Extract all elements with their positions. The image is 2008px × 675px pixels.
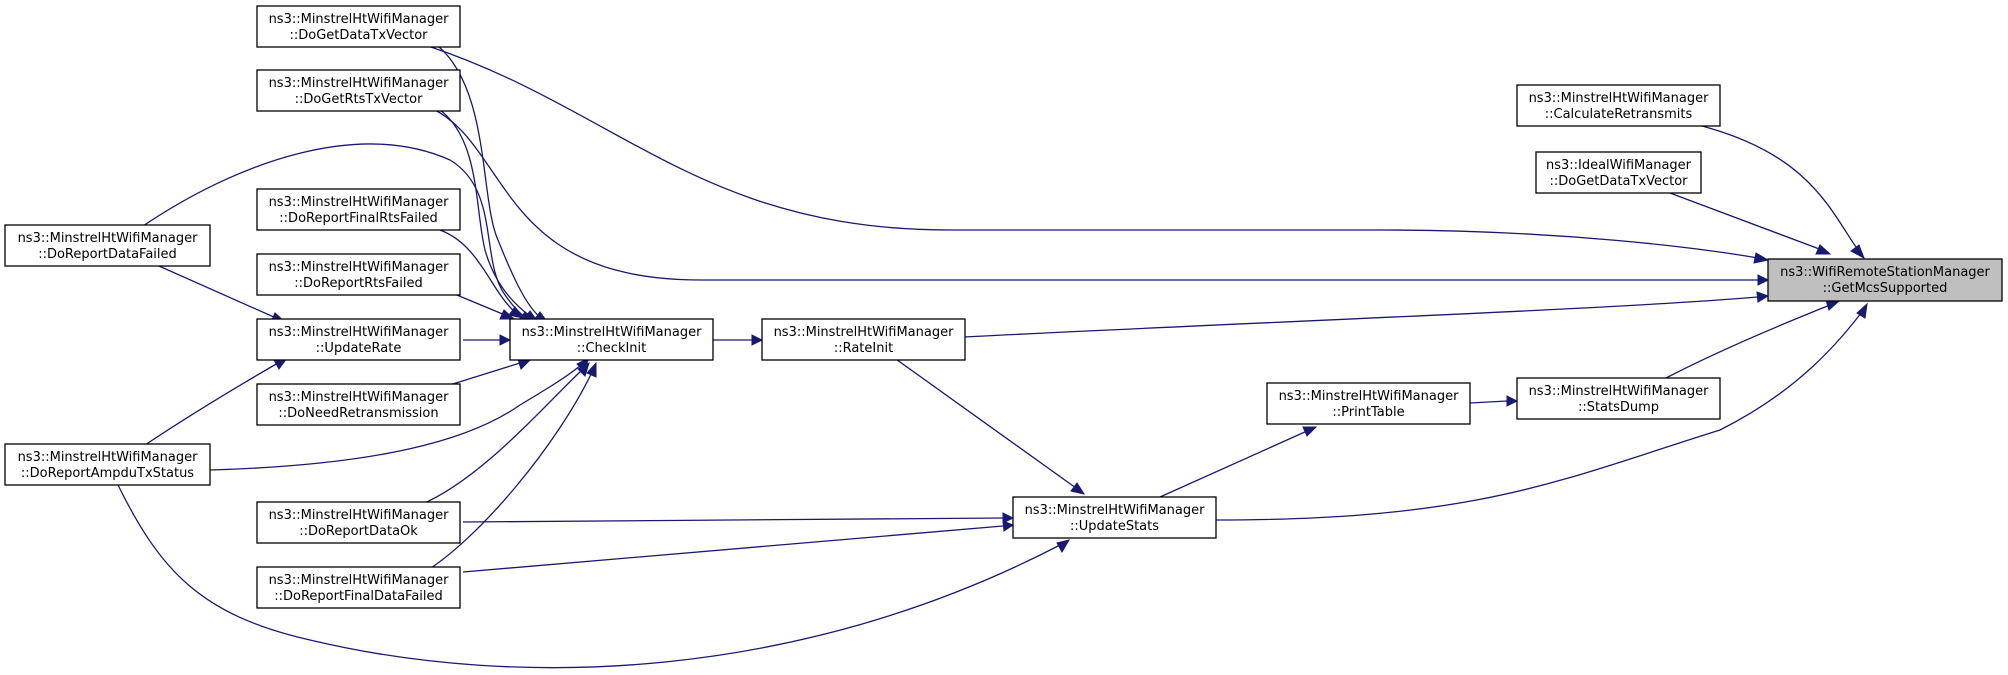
node-box (1516, 84, 1721, 127)
edge-dataok-check (419, 361, 590, 506)
node-upd[interactable]: ns3::MinstrelHtWifiManager::UpdateRate (256, 318, 461, 361)
node-calcret[interactable]: ns3::MinstrelHtWifiManager::CalculateRet… (1516, 84, 1721, 127)
node-rateinit[interactable]: ns3::MinstrelHtWifiManager::RateInit (761, 318, 966, 361)
node-box (256, 383, 461, 426)
node-label-line1: ns3::MinstrelHtWifiManager (269, 12, 450, 27)
node-label-line2: ::RateInit (834, 341, 893, 356)
edge-finaldat-check (419, 361, 597, 576)
node-box (4, 443, 211, 486)
node-label-line1: ns3::WifiRemoteStationManager (1780, 265, 1990, 280)
node-label-line1: ns3::MinstrelHtWifiManager (18, 450, 199, 465)
edge-rtstx-getmcs (434, 109, 1770, 286)
node-label-line2: ::DoGetDataTxVector (290, 28, 429, 43)
node-rtsfail[interactable]: ns3::MinstrelHtWifiManager::DoReportRtsF… (256, 253, 461, 296)
node-box (509, 318, 714, 361)
node-label-line2: ::DoGetDataTxVector (1550, 174, 1689, 189)
edge-ampdu-updstats (117, 484, 1071, 669)
edge-idealtx-getmcs (1669, 192, 1832, 255)
node-label-line2: ::StatsDump (1578, 400, 1659, 415)
node-label-line2: ::DoReportDataOk (299, 524, 418, 539)
node-label-line2: ::PrintTable (1332, 405, 1404, 420)
node-rtstx[interactable]: ns3::MinstrelHtWifiManager::DoGetRtsTxVe… (256, 69, 461, 112)
node-label-line1: ns3::MinstrelHtWifiManager (1529, 384, 1710, 399)
edge-finalrts-check (439, 229, 525, 319)
edge-calcret-getmcs (1701, 125, 1865, 260)
node-box (256, 69, 461, 112)
node-label-line1: ns3::MinstrelHtWifiManager (269, 260, 450, 275)
node-box (256, 188, 461, 231)
edge-stats-getmcs (1665, 299, 1841, 379)
node-datatx[interactable]: ns3::MinstrelHtWifiManager::DoGetDataTxV… (256, 5, 461, 48)
node-label-line2: ::UpdateRate (316, 341, 402, 356)
node-label-line1: ns3::MinstrelHtWifiManager (1529, 91, 1710, 106)
node-box (1266, 382, 1471, 425)
node-box (256, 318, 461, 361)
node-stats[interactable]: ns3::MinstrelHtWifiManager::StatsDump (1516, 377, 1721, 420)
node-label-line2: ::UpdateStats (1070, 519, 1159, 534)
node-box (256, 501, 461, 544)
node-box (761, 318, 966, 361)
edge-updstats-getmcs (1215, 302, 1868, 521)
node-label-line1: ns3::MinstrelHtWifiManager (269, 390, 450, 405)
node-label-line2: ::DoReportFinalDataFailed (274, 589, 443, 604)
node-label-line1: ns3::MinstrelHtWifiManager (522, 325, 703, 340)
edge-rateinit-getmcs (963, 291, 1770, 338)
node-label-line2: ::DoNeedRetransmission (278, 406, 438, 421)
edge-dataok-updstats (462, 512, 1015, 524)
edge-upd-check (463, 334, 512, 346)
node-label-line2: ::GetMcsSupported (1823, 281, 1948, 296)
node-getmcs[interactable]: ns3::WifiRemoteStationManager::GetMcsSup… (1767, 258, 2003, 302)
node-box (1535, 151, 1702, 194)
node-label-line2: ::DoReportDataFailed (38, 247, 177, 262)
node-finalrts[interactable]: ns3::MinstrelHtWifiManager::DoReportFina… (256, 188, 461, 231)
node-print[interactable]: ns3::MinstrelHtWifiManager::PrintTable (1266, 382, 1471, 425)
node-box (256, 5, 461, 48)
node-label-line1: ns3::MinstrelHtWifiManager (774, 325, 955, 340)
node-label-line1: ns3::IdealWifiManager (1546, 158, 1692, 173)
node-needret[interactable]: ns3::MinstrelHtWifiManager::DoNeedRetran… (256, 383, 461, 426)
node-updstats[interactable]: ns3::MinstrelHtWifiManager::UpdateStats (1012, 496, 1217, 539)
node-label-line1: ns3::MinstrelHtWifiManager (269, 195, 450, 210)
edge-rateinit-updstats (892, 356, 1086, 495)
call-edges (117, 45, 1868, 669)
node-label-line1: ns3::MinstrelHtWifiManager (269, 76, 450, 91)
node-box (1516, 377, 1721, 420)
node-box (1012, 496, 1217, 539)
node-label-line2: ::CheckInit (577, 341, 647, 356)
node-label-line2: ::DoGetRtsTxVector (295, 92, 424, 107)
node-label-line1: ns3::MinstrelHtWifiManager (269, 508, 450, 523)
edge-datatx-getmcs (427, 45, 1770, 264)
node-label-line2: ::DoReportAmpduTxStatus (21, 466, 194, 481)
edge-updstats-print (1159, 426, 1318, 498)
node-finaldat[interactable]: ns3::MinstrelHtWifiManager::DoReportFina… (256, 566, 461, 609)
node-dataok[interactable]: ns3::MinstrelHtWifiManager::DoReportData… (256, 501, 461, 544)
node-label-line2: ::DoReportRtsFailed (294, 276, 422, 291)
node-label-line2: ::DoReportFinalRtsFailed (279, 211, 437, 226)
node-label-line1: ns3::MinstrelHtWifiManager (269, 573, 450, 588)
node-box (256, 566, 461, 609)
node-box (1767, 258, 2003, 302)
function-nodes: ns3::WifiRemoteStationManager::GetMcsSup… (4, 5, 2003, 609)
node-label-line1: ns3::MinstrelHtWifiManager (18, 231, 199, 246)
node-box (256, 253, 461, 296)
node-ampdu[interactable]: ns3::MinstrelHtWifiManager::DoReportAmpd… (4, 443, 211, 486)
edge-check-rateinit (713, 334, 764, 346)
node-idealtx[interactable]: ns3::IdealWifiManager::DoGetDataTxVector (1535, 151, 1702, 194)
node-label-line2: ::CalculateRetransmits (1545, 107, 1693, 122)
node-box (4, 224, 211, 267)
edge-finaldat-updstats (462, 520, 1015, 573)
node-label-line1: ns3::MinstrelHtWifiManager (1025, 503, 1206, 518)
node-label-line1: ns3::MinstrelHtWifiManager (1279, 389, 1460, 404)
node-datafail[interactable]: ns3::MinstrelHtWifiManager::DoReportData… (4, 224, 211, 267)
edge-print-stats (1469, 395, 1519, 407)
node-label-line1: ns3::MinstrelHtWifiManager (269, 325, 450, 340)
node-check[interactable]: ns3::MinstrelHtWifiManager::CheckInit (509, 318, 714, 361)
